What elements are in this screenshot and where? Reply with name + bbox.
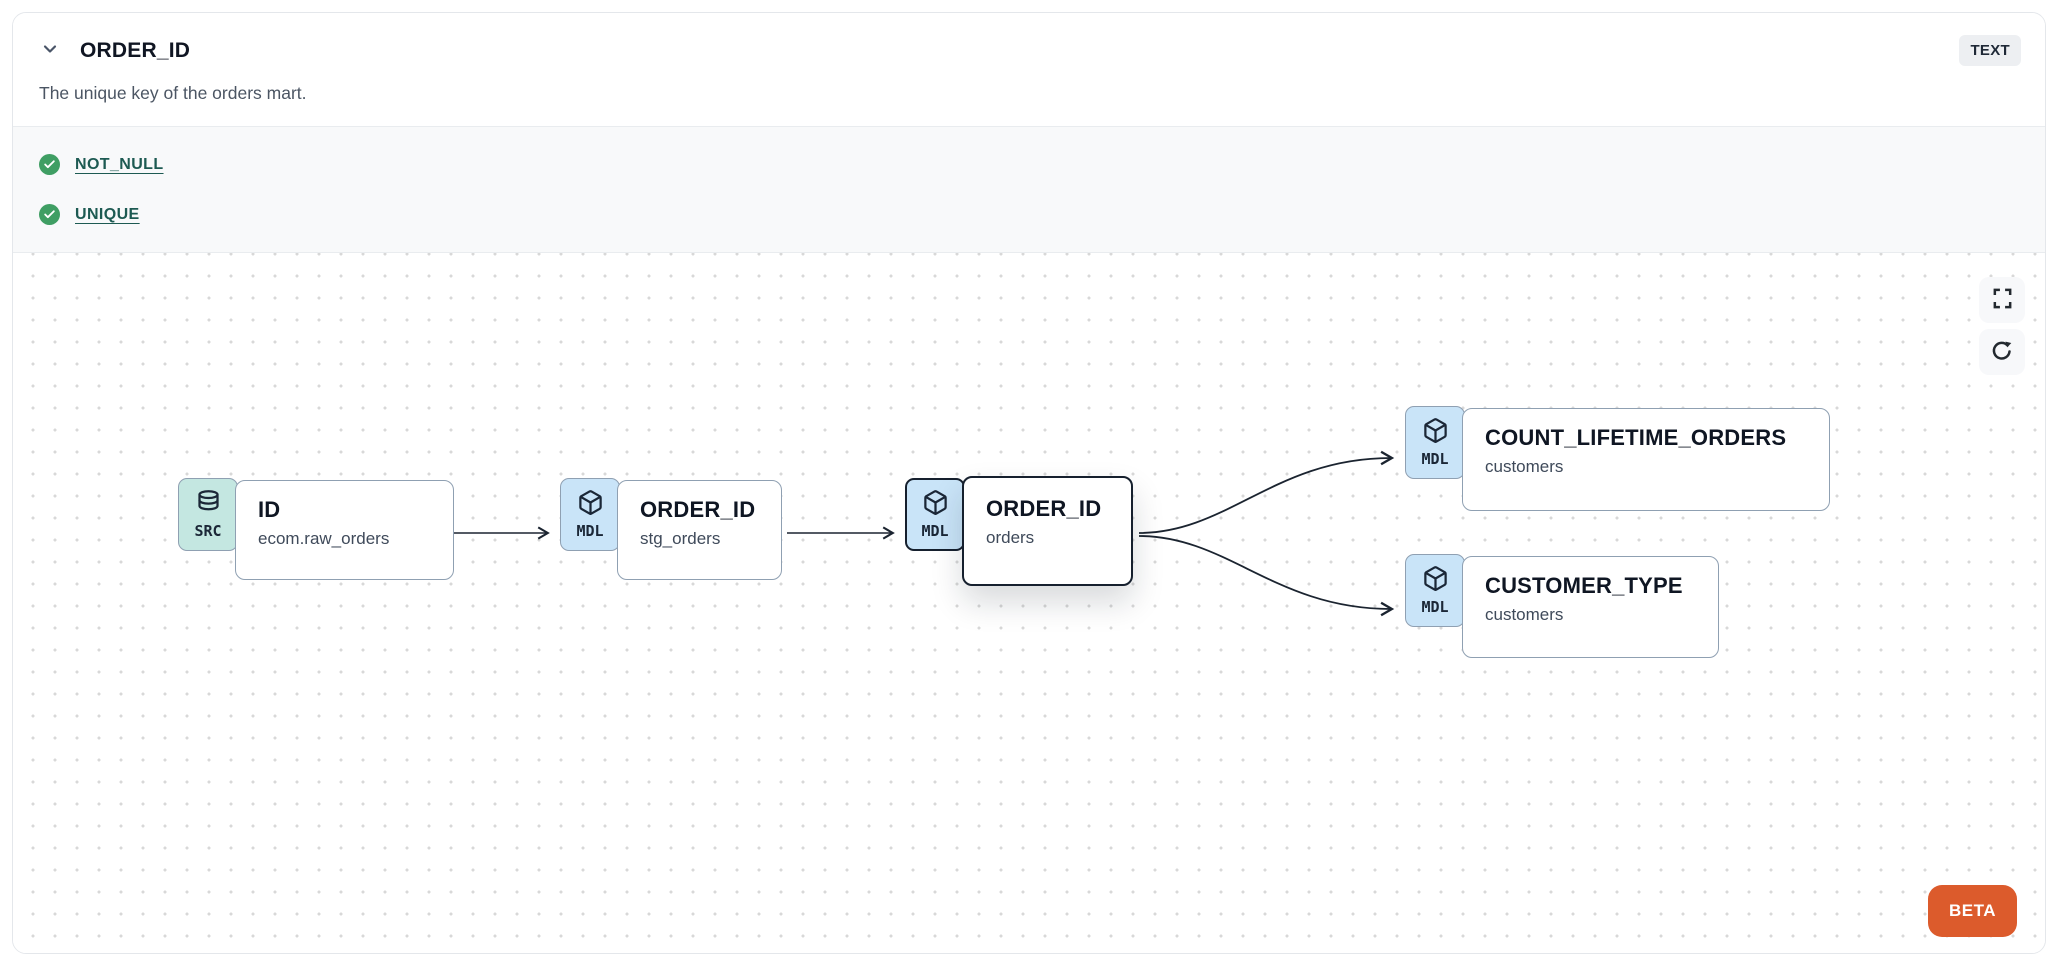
tests-section: NOT_NULL UNIQUE [13,126,2045,253]
node-kind-label: MDL [1421,450,1449,468]
column-description: The unique key of the orders mart. [39,83,307,103]
node-kind-label: MDL [576,522,604,540]
beta-badge: BETA [1927,885,2017,937]
node-kind-label: MDL [921,522,949,540]
node-kind-label: MDL [1421,598,1449,616]
refresh-icon [1990,339,2014,366]
node-kind-badge: MDL [560,478,620,551]
node-subtitle: customers [1485,605,1564,624]
check-circle-icon [39,154,60,175]
node-title: CUSTOMER_TYPE [1485,573,1683,598]
fullscreen-button[interactable] [1979,277,2025,323]
cube-icon [1422,565,1449,597]
test-link-unique[interactable]: UNIQUE [75,205,140,223]
node-kind-badge: MDL [1405,406,1465,479]
cube-icon [1422,417,1449,449]
column-type-badge: TEXT [1959,35,2021,66]
chevron-down-icon [40,39,60,62]
test-link-not-null[interactable]: NOT_NULL [75,155,164,173]
database-icon [195,489,222,521]
lineage-node-customer-type-customers[interactable]: MDL CUSTOMER_TYPE customers [1405,554,1719,658]
collapse-toggle-button[interactable] [39,40,61,62]
column-title: ORDER_ID [80,38,191,62]
lineage-node-id-ecom-raw-orders[interactable]: SRC ID ecom.raw_orders [178,478,454,580]
lineage-edges [454,450,1395,617]
lineage-canvas[interactable]: SRC ID ecom.raw_orders MDL ORDER_ID stg_… [13,253,2045,953]
test-row: UNIQUE [39,204,2019,225]
node-subtitle: stg_orders [640,529,721,548]
node-kind-badge: MDL [1405,554,1465,627]
panel-header: ORDER_ID TEXT The unique key of the orde… [13,13,2045,126]
node-title: ORDER_ID [986,496,1102,521]
lineage-node-order-id-stg-orders[interactable]: MDL ORDER_ID stg_orders [560,478,782,580]
test-row: NOT_NULL [39,154,2019,175]
node-subtitle: customers [1485,457,1564,476]
cube-icon [922,489,949,521]
fullscreen-icon [1991,287,2014,313]
node-title: ORDER_ID [640,497,756,522]
node-kind-label: SRC [194,522,222,540]
node-kind-badge: MDL [905,478,965,551]
check-circle-icon [39,204,60,225]
lineage-node-order-id-orders-selected[interactable]: MDL ORDER_ID orders [905,476,1133,586]
canvas-controls [1979,277,2025,375]
node-title: ID [258,497,281,522]
node-title: COUNT_LIFETIME_ORDERS [1485,425,1787,450]
column-details-panel: ORDER_ID TEXT The unique key of the orde… [12,12,2046,954]
refresh-button[interactable] [1979,329,2025,375]
lineage-node-count-lifetime-orders-customers[interactable]: MDL COUNT_LIFETIME_ORDERS customers [1405,406,1830,511]
node-kind-badge: SRC [178,478,238,551]
cube-icon [577,489,604,521]
node-subtitle: orders [986,528,1035,547]
node-subtitle: ecom.raw_orders [258,529,390,548]
